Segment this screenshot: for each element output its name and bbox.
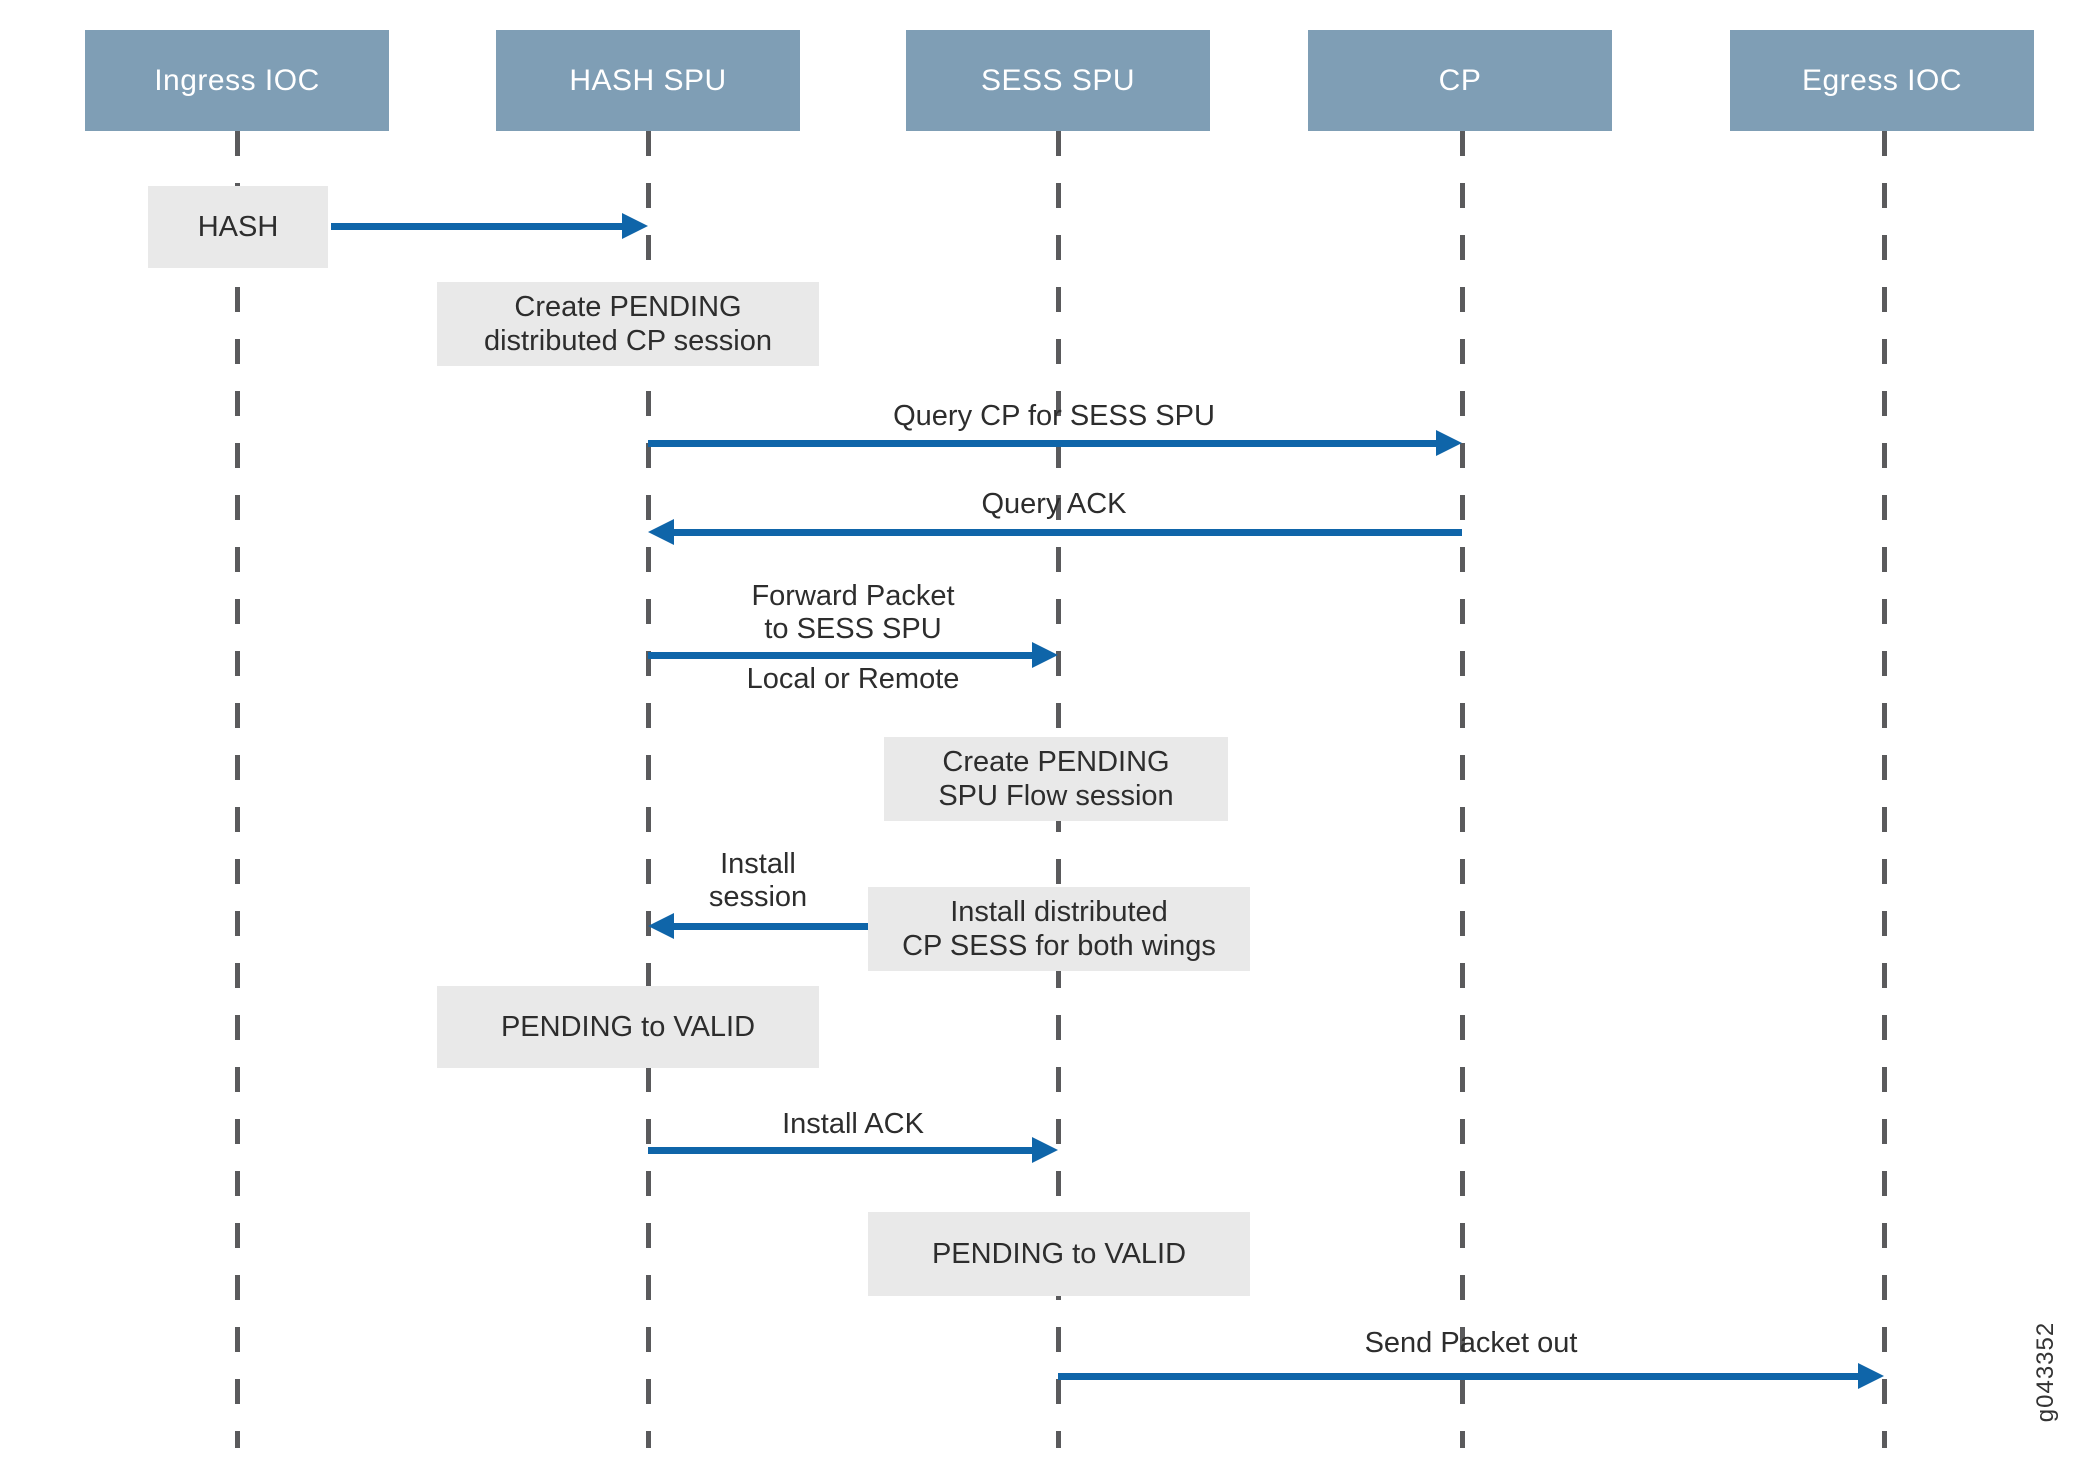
note-line: distributed CP session [483, 325, 772, 357]
lifeline-ingress-ioc [235, 131, 240, 1448]
arrowhead-forward-packet [1032, 642, 1058, 668]
message-label-line: Forward Packet [751, 580, 955, 612]
note-create-pending-spu-flow-session: Create PENDING SPU Flow session [884, 737, 1228, 821]
message-label-install-ack: Install ACK [782, 1108, 924, 1140]
arrowhead-hash-to-hash-spu [622, 213, 648, 239]
note-line: SPU Flow session [938, 780, 1174, 812]
figure-id-watermark: g043352 [2032, 1321, 2059, 1423]
note-create-pending-distributed-cp-session: Create PENDING distributed CP session [437, 282, 819, 366]
actor-label: CP [1438, 63, 1482, 97]
note-line: CP SESS for both wings [902, 930, 1216, 962]
arrowhead-send-packet-out [1858, 1363, 1884, 1389]
arrow-query-cp-for-sess-spu [648, 440, 1438, 447]
note-line: PENDING to VALID [500, 1011, 756, 1043]
arrowhead-install-ack [1032, 1137, 1058, 1163]
note-line: HASH [197, 211, 279, 243]
actor-cp: CP [1308, 30, 1612, 131]
arrow-send-packet-out [1058, 1373, 1860, 1380]
message-label-line: to SESS SPU [764, 613, 942, 645]
arrowhead-query-cp-for-sess-spu [1436, 430, 1462, 456]
lifeline-egress-ioc [1882, 131, 1887, 1448]
message-label-forward-packet: Forward Packet to SESS SPU [648, 580, 1058, 646]
actor-label: Ingress IOC [154, 63, 320, 97]
actor-egress-ioc: Egress IOC [1730, 30, 2034, 131]
arrow-forward-packet [648, 652, 1034, 659]
lifeline-hash-spu [646, 131, 651, 1448]
actor-sess-spu: SESS SPU [906, 30, 1210, 131]
note-line: Create PENDING [942, 746, 1170, 778]
arrow-install-ack [648, 1147, 1034, 1154]
arrowhead-query-ack [648, 519, 674, 545]
arrow-install-session [672, 923, 868, 930]
arrow-query-ack [672, 529, 1462, 536]
note-hash: HASH [148, 186, 328, 268]
lifeline-cp [1460, 131, 1465, 1448]
message-label-line: session [708, 881, 808, 913]
note-pending-to-valid-sess-spu: PENDING to VALID [868, 1212, 1250, 1296]
message-label-line: Install [720, 848, 796, 880]
message-label-query-ack: Query ACK [981, 488, 1127, 520]
note-pending-to-valid-hash-spu: PENDING to VALID [437, 986, 819, 1068]
message-label-send-packet-out: Send Packet out [1364, 1327, 1578, 1359]
actor-label: Egress IOC [1801, 63, 1963, 97]
note-line: PENDING to VALID [931, 1238, 1187, 1270]
actor-label: SESS SPU [980, 63, 1136, 97]
note-line: Create PENDING [514, 291, 742, 323]
arrowhead-install-session [648, 913, 674, 939]
message-sublabel-local-or-remote: Local or Remote [746, 663, 960, 695]
message-label-install-session: Install session [648, 848, 868, 914]
note-line: Install distributed [950, 896, 1168, 928]
arrow-hash-to-hash-spu [331, 223, 626, 230]
actor-ingress-ioc: Ingress IOC [85, 30, 389, 131]
note-install-distributed-cp-sess: Install distributed CP SESS for both win… [868, 887, 1250, 971]
message-label-query-cp-for-sess-spu: Query CP for SESS SPU [893, 400, 1215, 432]
actor-label: HASH SPU [569, 63, 727, 97]
actor-hash-spu: HASH SPU [496, 30, 800, 131]
